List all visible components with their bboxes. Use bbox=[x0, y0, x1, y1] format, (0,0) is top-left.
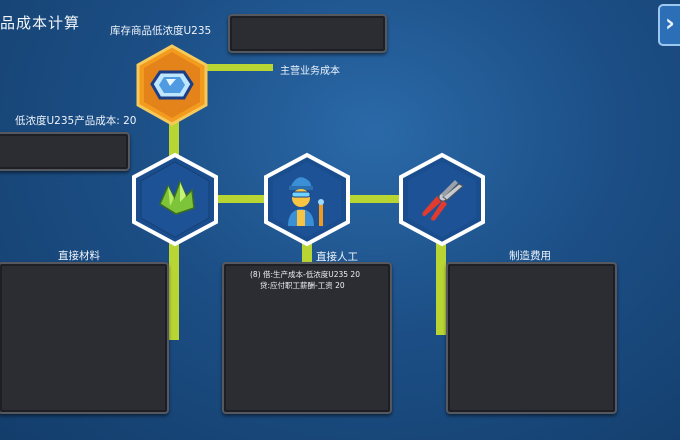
overhead-node[interactable] bbox=[397, 152, 487, 247]
connector-top-v bbox=[169, 120, 179, 160]
overhead-label: 制造费用 bbox=[509, 250, 551, 262]
connector-right-v bbox=[436, 240, 446, 335]
labor-entry-1: (8) 借:生产成本-低浓度U235 20 bbox=[250, 270, 360, 279]
green-crystal-ore-icon bbox=[159, 179, 195, 215]
inventory-field[interactable] bbox=[228, 14, 387, 53]
overhead-entry-panel[interactable] bbox=[446, 262, 617, 414]
materials-node[interactable] bbox=[130, 152, 220, 247]
labor-node[interactable] bbox=[262, 152, 352, 247]
blue-gem-icon bbox=[150, 70, 194, 100]
page-title: 品成本计算 bbox=[0, 14, 81, 32]
connector-center-v bbox=[302, 240, 312, 264]
connector-top-h bbox=[205, 64, 273, 71]
product-cost-label: 低浓度U235产品成本: 20 bbox=[15, 115, 137, 127]
next-button[interactable]: › bbox=[658, 4, 680, 46]
materials-entry-panel[interactable] bbox=[0, 262, 169, 414]
inventory-label: 库存商品低浓度U235 bbox=[110, 25, 212, 37]
labor-entry-2: 贷:应付职工薪酬-工资 20 bbox=[260, 281, 345, 290]
materials-label: 直接材料 bbox=[58, 250, 100, 262]
worker-welder-icon bbox=[288, 177, 324, 226]
connector-left-v bbox=[169, 240, 179, 340]
pliers-icon bbox=[422, 180, 464, 221]
labor-entry-panel[interactable]: (8) 借:生产成本-低浓度U235 20 贷:应付职工薪酬-工资 20 bbox=[222, 262, 392, 414]
product-cost-field[interactable] bbox=[0, 132, 130, 171]
labor-label: 直接人工 bbox=[316, 251, 358, 263]
main-cost-label: 主营业务成本 bbox=[280, 66, 340, 77]
chevron-right-icon: › bbox=[665, 9, 675, 37]
top-gem-node[interactable] bbox=[136, 44, 208, 126]
